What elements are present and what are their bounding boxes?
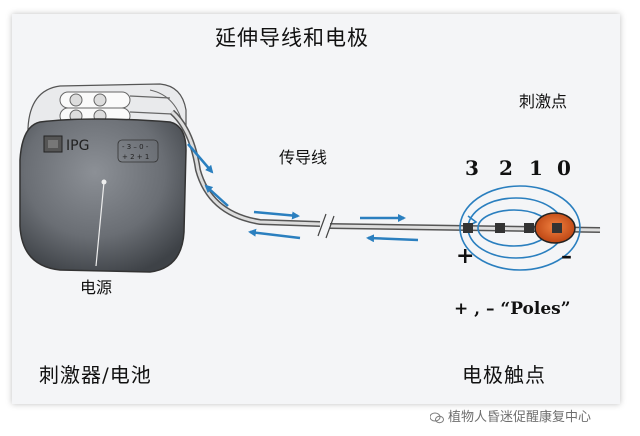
label-plus: + — [456, 243, 475, 269]
ipg-logo-box — [43, 135, 63, 153]
contact-0 — [552, 223, 562, 233]
arrow-1 — [187, 143, 214, 174]
arrow-3 — [253, 210, 300, 220]
electrode-contacts — [463, 223, 562, 233]
watermark: 植物人昏迷促醒康复中心 — [430, 406, 591, 425]
power-pointer-line — [95, 181, 105, 267]
label-lead: 传导线 — [279, 148, 328, 167]
label-poles: + , – “Poles” — [454, 299, 571, 319]
electrode-number-1: 1 — [529, 156, 543, 180]
ipg-polarity-bottom: + 2 + 1 — [122, 153, 149, 161]
ipg-polarity-top: - 3 – 0 - — [122, 143, 149, 151]
label-stim-point: 刺激点 — [519, 92, 568, 111]
arrow-6 — [366, 234, 419, 243]
contact-3 — [463, 223, 473, 233]
label-contacts: 电极触点 — [462, 363, 546, 387]
electrode-number-2: 2 — [499, 156, 513, 180]
arrow-4 — [248, 228, 301, 240]
contact-1 — [524, 223, 534, 233]
electrode-number-0: 0 — [557, 156, 571, 180]
label-stimulator: 刺激器/电池 — [39, 363, 152, 387]
current-arrows — [187, 143, 419, 243]
ipg-label: IPG — [66, 138, 89, 154]
contact-2 — [495, 223, 505, 233]
page-title: 延伸导线和电极 — [215, 26, 369, 50]
electrode-number-3: 3 — [465, 156, 479, 180]
label-minus: – — [561, 243, 572, 269]
arrow-2 — [204, 184, 229, 207]
watermark-text: 植物人昏迷促醒康复中心 — [448, 410, 592, 425]
wechat-icon — [430, 412, 444, 423]
label-power: 电源 — [80, 278, 113, 297]
